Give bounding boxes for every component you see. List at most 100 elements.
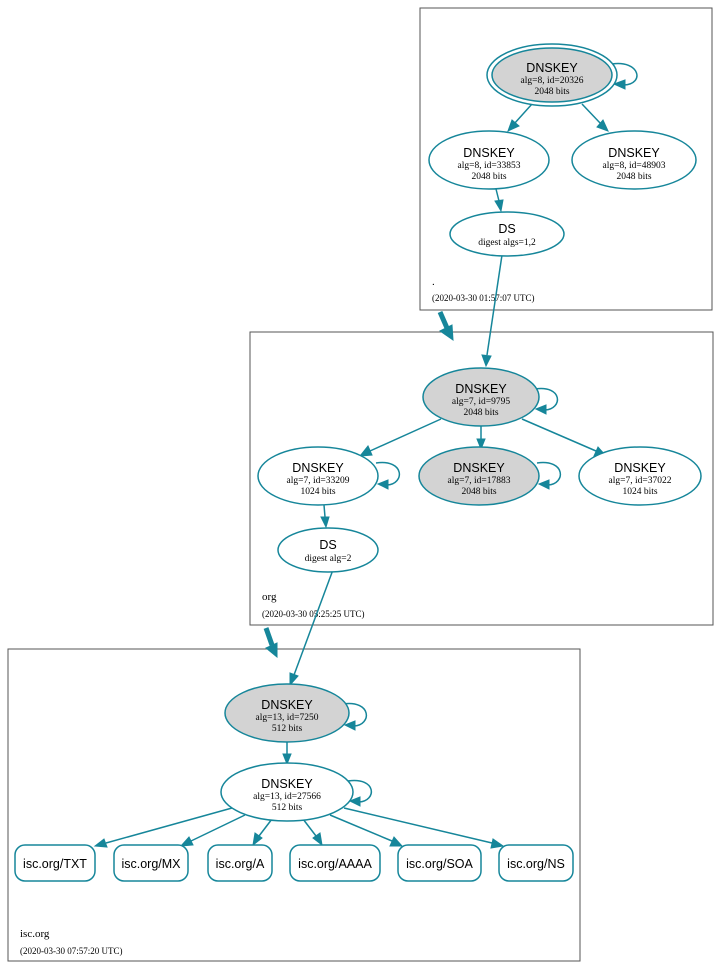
arrowhead	[265, 642, 278, 659]
edge-org-zsk1-to-ds	[323, 504, 326, 518]
self-loop-org-zsk1	[375, 461, 401, 486]
node-org-ksk[interactable]: DNSKEY alg=7, id=9795 2048 bits	[422, 367, 540, 427]
arrowhead	[596, 119, 609, 132]
rrset-mx[interactable]: isc.org/MX	[113, 844, 189, 882]
rrset-ns[interactable]: isc.org/NS	[498, 844, 574, 882]
rrset-box	[207, 844, 273, 882]
rrset-label: isc.org/SOA	[406, 857, 473, 871]
arrowhead	[376, 479, 389, 490]
node-detail: 2048 bits	[471, 172, 506, 182]
node-detail: 512 bits	[272, 803, 303, 813]
rrset-aaaa[interactable]: isc.org/AAAA	[289, 844, 381, 882]
edge-root-ds-to-org-ksk	[486, 254, 503, 356]
edge-isc-zsk-to-ns	[343, 807, 493, 844]
arrowhead	[481, 354, 492, 368]
delegation-arrow-org-isc	[263, 627, 275, 646]
node-shape	[418, 446, 540, 506]
rrset-txt[interactable]: isc.org/TXT	[14, 844, 96, 882]
node-org-ds[interactable]: DS digest alg=2	[277, 527, 379, 573]
rrset-label: isc.org/MX	[121, 857, 181, 871]
edge-isc-zsk-to-a	[258, 818, 273, 837]
arrowhead	[282, 753, 292, 766]
node-org-zsk1[interactable]: DNSKEY alg=7, id=33209 1024 bits	[257, 446, 379, 506]
node-detail: alg=7, id=37022	[609, 476, 672, 486]
node-title: DNSKEY	[526, 61, 578, 75]
node-title: DNSKEY	[455, 382, 507, 396]
rrset-a[interactable]: isc.org/A	[207, 844, 273, 882]
node-title: DS	[498, 222, 515, 236]
edge-isc-zsk-to-soa	[329, 814, 393, 842]
zone-root-name: .	[432, 276, 435, 288]
arrowhead	[507, 119, 520, 132]
node-title: DNSKEY	[463, 146, 515, 160]
rrset-box	[498, 844, 574, 882]
node-shape	[277, 527, 379, 573]
arrowhead	[389, 836, 404, 847]
zone-org-name: org	[262, 591, 277, 603]
edge-root-ksk-to-zsk2	[581, 103, 602, 125]
node-shape	[257, 446, 379, 506]
node-shape	[422, 367, 540, 427]
rrset-box	[397, 844, 482, 882]
delegation-arrow-root-org	[437, 310, 450, 330]
arrowhead	[612, 79, 626, 90]
node-shape	[571, 130, 697, 190]
edge-isc-zsk-to-aaaa	[302, 818, 317, 837]
node-detail: alg=13, id=27566	[253, 792, 321, 802]
node-root-ksk[interactable]: DNSKEY alg=8, id=20326 2048 bits	[486, 43, 618, 107]
node-title: DNSKEY	[608, 146, 660, 160]
arrowhead	[534, 404, 547, 415]
arrowhead	[252, 832, 263, 847]
node-detail: alg=13, id=7250	[256, 713, 319, 723]
arrowhead	[537, 479, 550, 490]
node-detail: alg=7, id=9795	[452, 397, 510, 407]
node-isc-ksk[interactable]: DNSKEY alg=13, id=7250 512 bits	[224, 683, 350, 743]
node-detail: 1024 bits	[300, 487, 335, 497]
zone-org-timestamp: (2020-03-30 05:25:25 UTC)	[262, 609, 365, 619]
node-shape	[491, 47, 613, 103]
arrowhead	[439, 324, 454, 342]
edge-org-ksk-to-zsk2	[521, 418, 597, 452]
node-org-ksk2[interactable]: DNSKEY alg=7, id=17883 2048 bits	[418, 446, 540, 506]
node-detail: 2048 bits	[534, 87, 569, 97]
edge-isc-zsk-to-txt	[105, 807, 233, 844]
node-detail: 1024 bits	[622, 487, 657, 497]
zone-isc-timestamp: (2020-03-30 07:57:20 UTC)	[20, 946, 123, 956]
self-loop-root-ksk	[611, 62, 638, 86]
arrowhead	[343, 720, 356, 731]
edge-org-ksk-to-zsk1	[369, 418, 442, 452]
node-detail: alg=7, id=17883	[448, 476, 511, 486]
node-detail: 2048 bits	[461, 487, 496, 497]
edge-org-ds-to-isc-ksk	[293, 566, 335, 676]
rrset-soa[interactable]: isc.org/SOA	[397, 844, 482, 882]
node-org-zsk2[interactable]: DNSKEY alg=7, id=37022 1024 bits	[578, 446, 702, 506]
edge-isc-zsk-to-mx	[190, 814, 246, 842]
node-shape	[428, 130, 550, 190]
rrset-label: isc.org/NS	[507, 857, 565, 871]
node-shape	[224, 683, 350, 743]
rrset-box	[113, 844, 189, 882]
arrowhead	[93, 838, 108, 848]
rrset-label: isc.org/AAAA	[298, 857, 372, 871]
node-detail: 2048 bits	[616, 172, 651, 182]
node-detail: 512 bits	[272, 724, 303, 734]
node-detail: alg=7, id=33209	[287, 476, 350, 486]
node-detail: alg=8, id=33853	[458, 161, 521, 171]
node-root-ds[interactable]: DS digest algs=1,2	[449, 211, 565, 257]
arrowhead	[312, 832, 323, 847]
node-shape	[220, 762, 354, 822]
self-loop-org-ksk2	[536, 461, 562, 486]
node-root-zsk1[interactable]: DNSKEY alg=8, id=33853 2048 bits	[428, 130, 550, 190]
rrset-box	[289, 844, 381, 882]
node-title: DNSKEY	[614, 461, 666, 475]
zone-isc-name: isc.org	[20, 928, 50, 940]
rrset-box	[14, 844, 96, 882]
self-loop-isc-ksk	[342, 702, 368, 727]
arrowhead	[358, 445, 373, 457]
node-root-zsk2[interactable]: DNSKEY alg=8, id=48903 2048 bits	[571, 130, 697, 190]
edge-root-zsk1-to-ds	[495, 188, 500, 202]
node-isc-zsk[interactable]: DNSKEY alg=13, id=27566 512 bits	[220, 762, 354, 822]
node-title: DNSKEY	[453, 461, 505, 475]
node-shape	[449, 211, 565, 257]
